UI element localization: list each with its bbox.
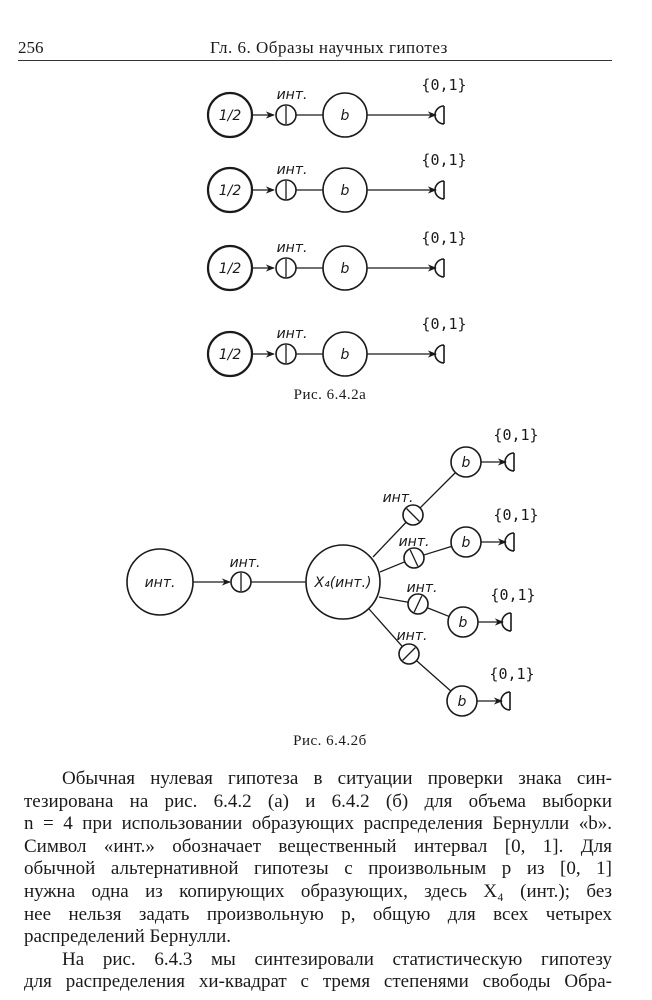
- figure-6-4-2a: 1/2инт.b{0,1}1/2инт.b{0,1}1/2инт.b{0,1}1…: [206, 76, 467, 378]
- figure-b-branch: инт. b {0,1}: [378, 580, 536, 638]
- generator-label: b: [341, 261, 350, 277]
- source-label: 1/2: [219, 347, 242, 363]
- edge: [368, 608, 403, 647]
- interval-bar: [409, 549, 419, 567]
- figure-6-4-2b: инт.инт.X₄(инт.)инт.b{0,1}инт.b{0,1}инт.…: [126, 426, 539, 717]
- interval-bar: [402, 647, 416, 661]
- running-title: Гл. 6. Образы научных гипотез: [210, 38, 448, 57]
- source-label: 1/2: [219, 261, 242, 277]
- receiver-icon: [501, 612, 512, 632]
- interval-bar: [413, 595, 423, 613]
- edge: [423, 545, 452, 556]
- figure-b-caption: Рис. 6.4.2б: [293, 733, 367, 749]
- output-label: {0,1}: [421, 151, 466, 169]
- header-rule: [18, 60, 612, 61]
- text-line: распределений Бернулли.: [24, 926, 232, 948]
- interval-node-icon: [398, 643, 420, 665]
- source-label: 1/2: [219, 108, 242, 124]
- hub-label: X₄(инт.): [314, 575, 372, 591]
- text-line: нее нельзя задать произвольную p, общую …: [24, 903, 612, 925]
- output-label: {0,1}: [421, 76, 466, 94]
- interval-node-icon: [402, 504, 424, 526]
- interval-label: инт.: [277, 240, 308, 256]
- text-line: На рис. 6.4.3 мы синтезировали статистич…: [62, 948, 612, 970]
- generator-label: b: [458, 694, 467, 710]
- output-label: {0,1}: [489, 665, 534, 683]
- interval-bar: [406, 508, 420, 522]
- output-label: {0,1}: [421, 229, 466, 247]
- receiver-icon: [504, 532, 515, 552]
- text-line: тезирована на рис. 6.4.2 (а) и 6.4.2 (б)…: [24, 790, 612, 812]
- figure-b-branch: инт. b {0,1}: [368, 608, 535, 717]
- edge: [416, 660, 452, 692]
- output-label: {0,1}: [490, 586, 535, 604]
- interval-label: инт.: [397, 628, 428, 644]
- generator-label: b: [462, 455, 471, 471]
- generator-label: b: [462, 535, 471, 551]
- edge: [419, 472, 456, 509]
- edge: [379, 561, 406, 573]
- receiver-icon: [434, 344, 445, 364]
- figure-a-row: 1/2 инт. b {0,1}: [206, 229, 467, 292]
- receiver-icon: [434, 180, 445, 200]
- figure-b-branch: инт. b {0,1}: [379, 506, 539, 573]
- edge: [427, 607, 450, 618]
- source-label: 1/2: [219, 183, 242, 199]
- figure-a-row: 1/2 инт. b {0,1}: [206, 151, 467, 214]
- interval-label: инт.: [383, 490, 414, 506]
- text-line: обычной альтернативной гипотезы с произв…: [24, 858, 612, 880]
- interval-label: инт.: [230, 555, 261, 571]
- hub-node: [305, 544, 381, 620]
- text-line: Символ «инт.» обозначает вещественный ин…: [24, 835, 612, 857]
- text-line: нужна одна из копирующих образующих, зде…: [24, 880, 612, 902]
- interval-label: инт.: [407, 580, 438, 596]
- figure-b-branch: инт. b {0,1}: [372, 426, 539, 558]
- receiver-icon: [434, 105, 445, 125]
- receiver-icon: [434, 258, 445, 278]
- interval-label: инт.: [399, 534, 430, 550]
- output-label: {0,1}: [421, 315, 466, 333]
- interval-node-icon: [407, 593, 429, 615]
- text-line: n = 4 при использовании образующих распр…: [24, 813, 612, 835]
- text-line: Обычная нулевая гипотеза в ситуации пров…: [62, 768, 612, 789]
- interval-label: инт.: [277, 162, 308, 178]
- text-line: для распределения хи-квадрат с тремя сте…: [24, 971, 612, 993]
- figure-a-row: 1/2 инт. b {0,1}: [206, 315, 467, 378]
- generator-label: b: [341, 108, 350, 124]
- receiver-icon: [504, 452, 515, 472]
- interval-node-icon: [403, 547, 425, 569]
- figure-a-row: 1/2 инт. b {0,1}: [206, 76, 467, 139]
- generator-label: b: [341, 183, 350, 199]
- interval-label: инт.: [277, 87, 308, 103]
- source-label: инт.: [145, 575, 176, 591]
- page-number: 256: [18, 38, 44, 57]
- figures: 1/2инт.b{0,1}1/2инт.b{0,1}1/2инт.b{0,1}1…: [126, 76, 539, 749]
- body-text: Обычная нулевая гипотеза в ситуации пров…: [24, 768, 612, 994]
- generator-label: b: [459, 615, 468, 631]
- generator-label: b: [341, 347, 350, 363]
- interval-label: инт.: [277, 326, 308, 342]
- receiver-icon: [500, 691, 511, 711]
- output-label: {0,1}: [493, 426, 538, 444]
- figure-a-caption: Рис. 6.4.2а: [294, 387, 367, 403]
- edge: [378, 596, 409, 603]
- edge: [372, 521, 407, 558]
- output-label: {0,1}: [493, 506, 538, 524]
